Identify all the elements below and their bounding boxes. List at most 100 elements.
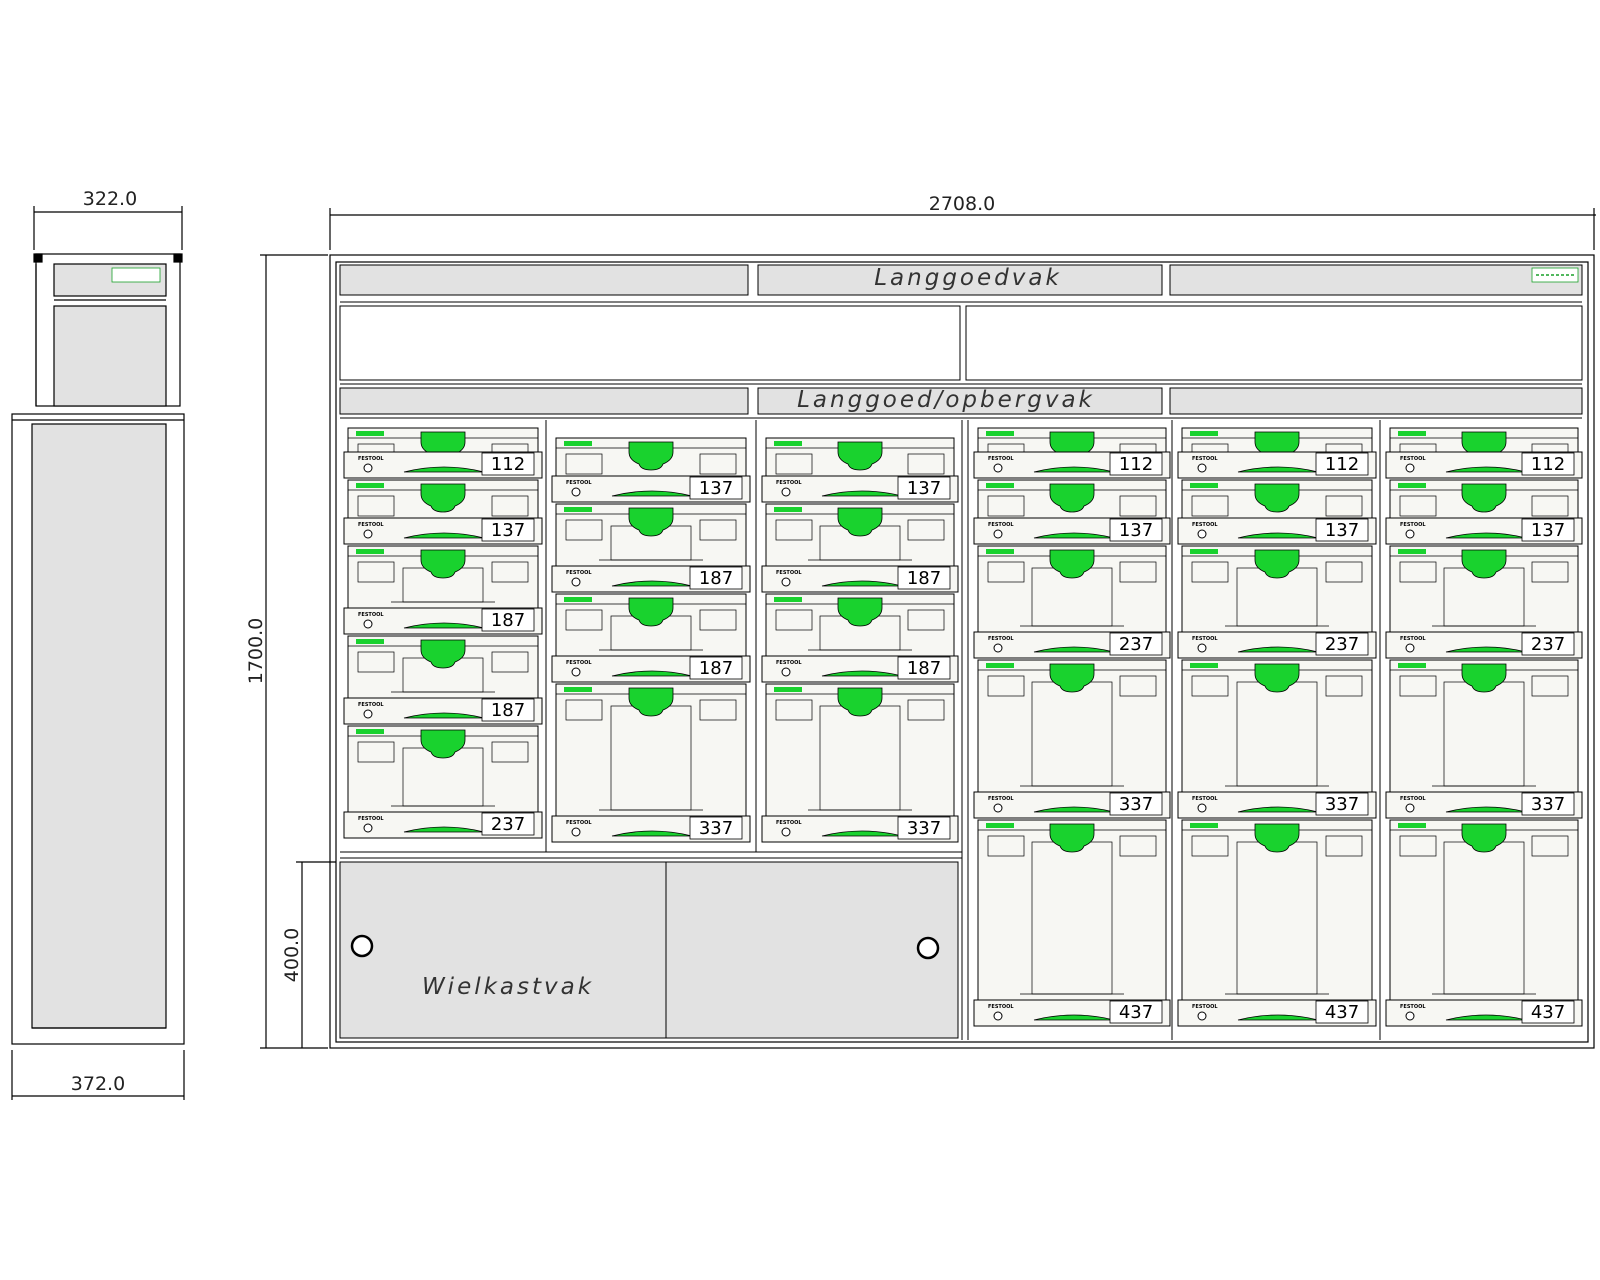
- side-top-width-label: 322.0: [83, 188, 137, 210]
- systainer-size-label: 437: [1119, 1002, 1153, 1023]
- svg-text:FESTOOL: FESTOOL: [988, 636, 1014, 642]
- systainer-237: FESTOOL 237: [1177, 545, 1377, 659]
- systainer-size-label: 112: [1119, 454, 1153, 475]
- svg-text:FESTOOL: FESTOOL: [566, 480, 592, 486]
- label-wielkastvak: Wielkastvak: [422, 974, 594, 1000]
- systainer-112: FESTOOL 112: [1177, 427, 1377, 479]
- front-brand-plate: [1531, 267, 1579, 283]
- systainer-size-label: 237: [1325, 634, 1359, 655]
- systainer-437: FESTOOL 437: [1385, 819, 1583, 1027]
- systainer-337: FESTOOL 337: [761, 683, 959, 843]
- top-panel-center: [757, 264, 1163, 296]
- top-panel-right: [1169, 264, 1583, 296]
- svg-text:FESTOOL: FESTOOL: [1400, 522, 1426, 528]
- side-corner-left: [33, 253, 43, 263]
- systainer-size-label: 337: [907, 818, 941, 839]
- svg-text:FESTOOL: FESTOOL: [1192, 1004, 1218, 1010]
- wheel-left-circle: [350, 934, 374, 958]
- systainer-size-label: 437: [1531, 1002, 1565, 1023]
- systainer-size-label: 337: [1119, 794, 1153, 815]
- long-storage-compartment: [339, 305, 1583, 381]
- middle-panel-right: [1169, 387, 1583, 415]
- long-storage-right: [965, 305, 1583, 381]
- overall-height-label: 1700.0: [245, 618, 267, 684]
- systainer-size-label: 337: [1325, 794, 1359, 815]
- systainer-size-label: 237: [1119, 634, 1153, 655]
- svg-text:FESTOOL: FESTOOL: [566, 570, 592, 576]
- svg-text:FESTOOL: FESTOOL: [358, 702, 384, 708]
- svg-text:FESTOOL: FESTOOL: [1400, 456, 1426, 462]
- svg-text:FESTOOL: FESTOOL: [988, 1004, 1014, 1010]
- svg-text:FESTOOL: FESTOOL: [776, 820, 802, 826]
- label-langgoedvak: Langgoedvak: [874, 265, 1062, 291]
- systainer-size-label: 187: [491, 610, 525, 631]
- side-corner-right: [173, 253, 183, 263]
- middle-panel-center: [757, 387, 1163, 415]
- systainer-337: FESTOOL 337: [1177, 659, 1377, 819]
- svg-text:FESTOOL: FESTOOL: [358, 522, 384, 528]
- svg-text:FESTOOL: FESTOOL: [1400, 1004, 1426, 1010]
- wheel-panel-left: [339, 861, 667, 1039]
- side-lower-panel: [31, 423, 167, 1029]
- systainer-size-label: 437: [1325, 1002, 1359, 1023]
- svg-text:FESTOOL: FESTOOL: [776, 660, 802, 666]
- wheel-panel-right: [665, 861, 959, 1039]
- systainer-size-label: 137: [1119, 520, 1153, 541]
- systainer-size-label: 112: [1325, 454, 1359, 475]
- svg-text:FESTOOL: FESTOOL: [566, 820, 592, 826]
- systainer-size-label: 137: [1531, 520, 1565, 541]
- systainer-437: FESTOOL 437: [1177, 819, 1377, 1027]
- systainer-size-label: 137: [907, 478, 941, 499]
- svg-text:FESTOOL: FESTOOL: [988, 456, 1014, 462]
- svg-text:FESTOOL: FESTOOL: [358, 612, 384, 618]
- cabinet-outer: [329, 254, 1595, 1049]
- svg-text:FESTOOL: FESTOOL: [1192, 796, 1218, 802]
- systainer-437: FESTOOL 437: [973, 819, 1171, 1027]
- systainer-size-label: 137: [491, 520, 525, 541]
- systainer-size-label: 137: [1325, 520, 1359, 541]
- cabinet-inner: [335, 261, 1589, 1043]
- svg-text:FESTOOL: FESTOOL: [1192, 522, 1218, 528]
- top-panel-left: [339, 264, 749, 296]
- svg-text:FESTOOL: FESTOOL: [1192, 636, 1218, 642]
- svg-text:FESTOOL: FESTOOL: [776, 570, 802, 576]
- systainer-237: FESTOOL 237: [973, 545, 1171, 659]
- systainer-187: FESTOOL 187: [343, 635, 543, 725]
- svg-text:FESTOOL: FESTOOL: [1400, 636, 1426, 642]
- label-langgoed-opbergvak: Langgoed/opbergvak: [797, 387, 1095, 413]
- systainer-137: FESTOOL 137: [1385, 479, 1583, 545]
- svg-text:FESTOOL: FESTOOL: [988, 796, 1014, 802]
- wheel-height-label: 400.0: [281, 928, 303, 982]
- side-bottom-width-label: 372.0: [71, 1073, 125, 1095]
- systainer-size-label: 187: [907, 568, 941, 589]
- systainer-size-label: 187: [491, 700, 525, 721]
- systainer-337: FESTOOL 337: [551, 683, 751, 843]
- svg-text:FESTOOL: FESTOOL: [1192, 456, 1218, 462]
- svg-text:FESTOOL: FESTOOL: [566, 660, 592, 666]
- systainer-112: FESTOOL 112: [973, 427, 1171, 479]
- systainer-187: FESTOOL 187: [343, 545, 543, 635]
- side-brand-plate: [111, 267, 161, 283]
- systainer-size-label: 337: [699, 818, 733, 839]
- wheel-right-circle: [916, 936, 940, 960]
- svg-text:FESTOOL: FESTOOL: [1400, 796, 1426, 802]
- front-view-frame: [260, 208, 1596, 1049]
- long-storage-left: [339, 305, 961, 381]
